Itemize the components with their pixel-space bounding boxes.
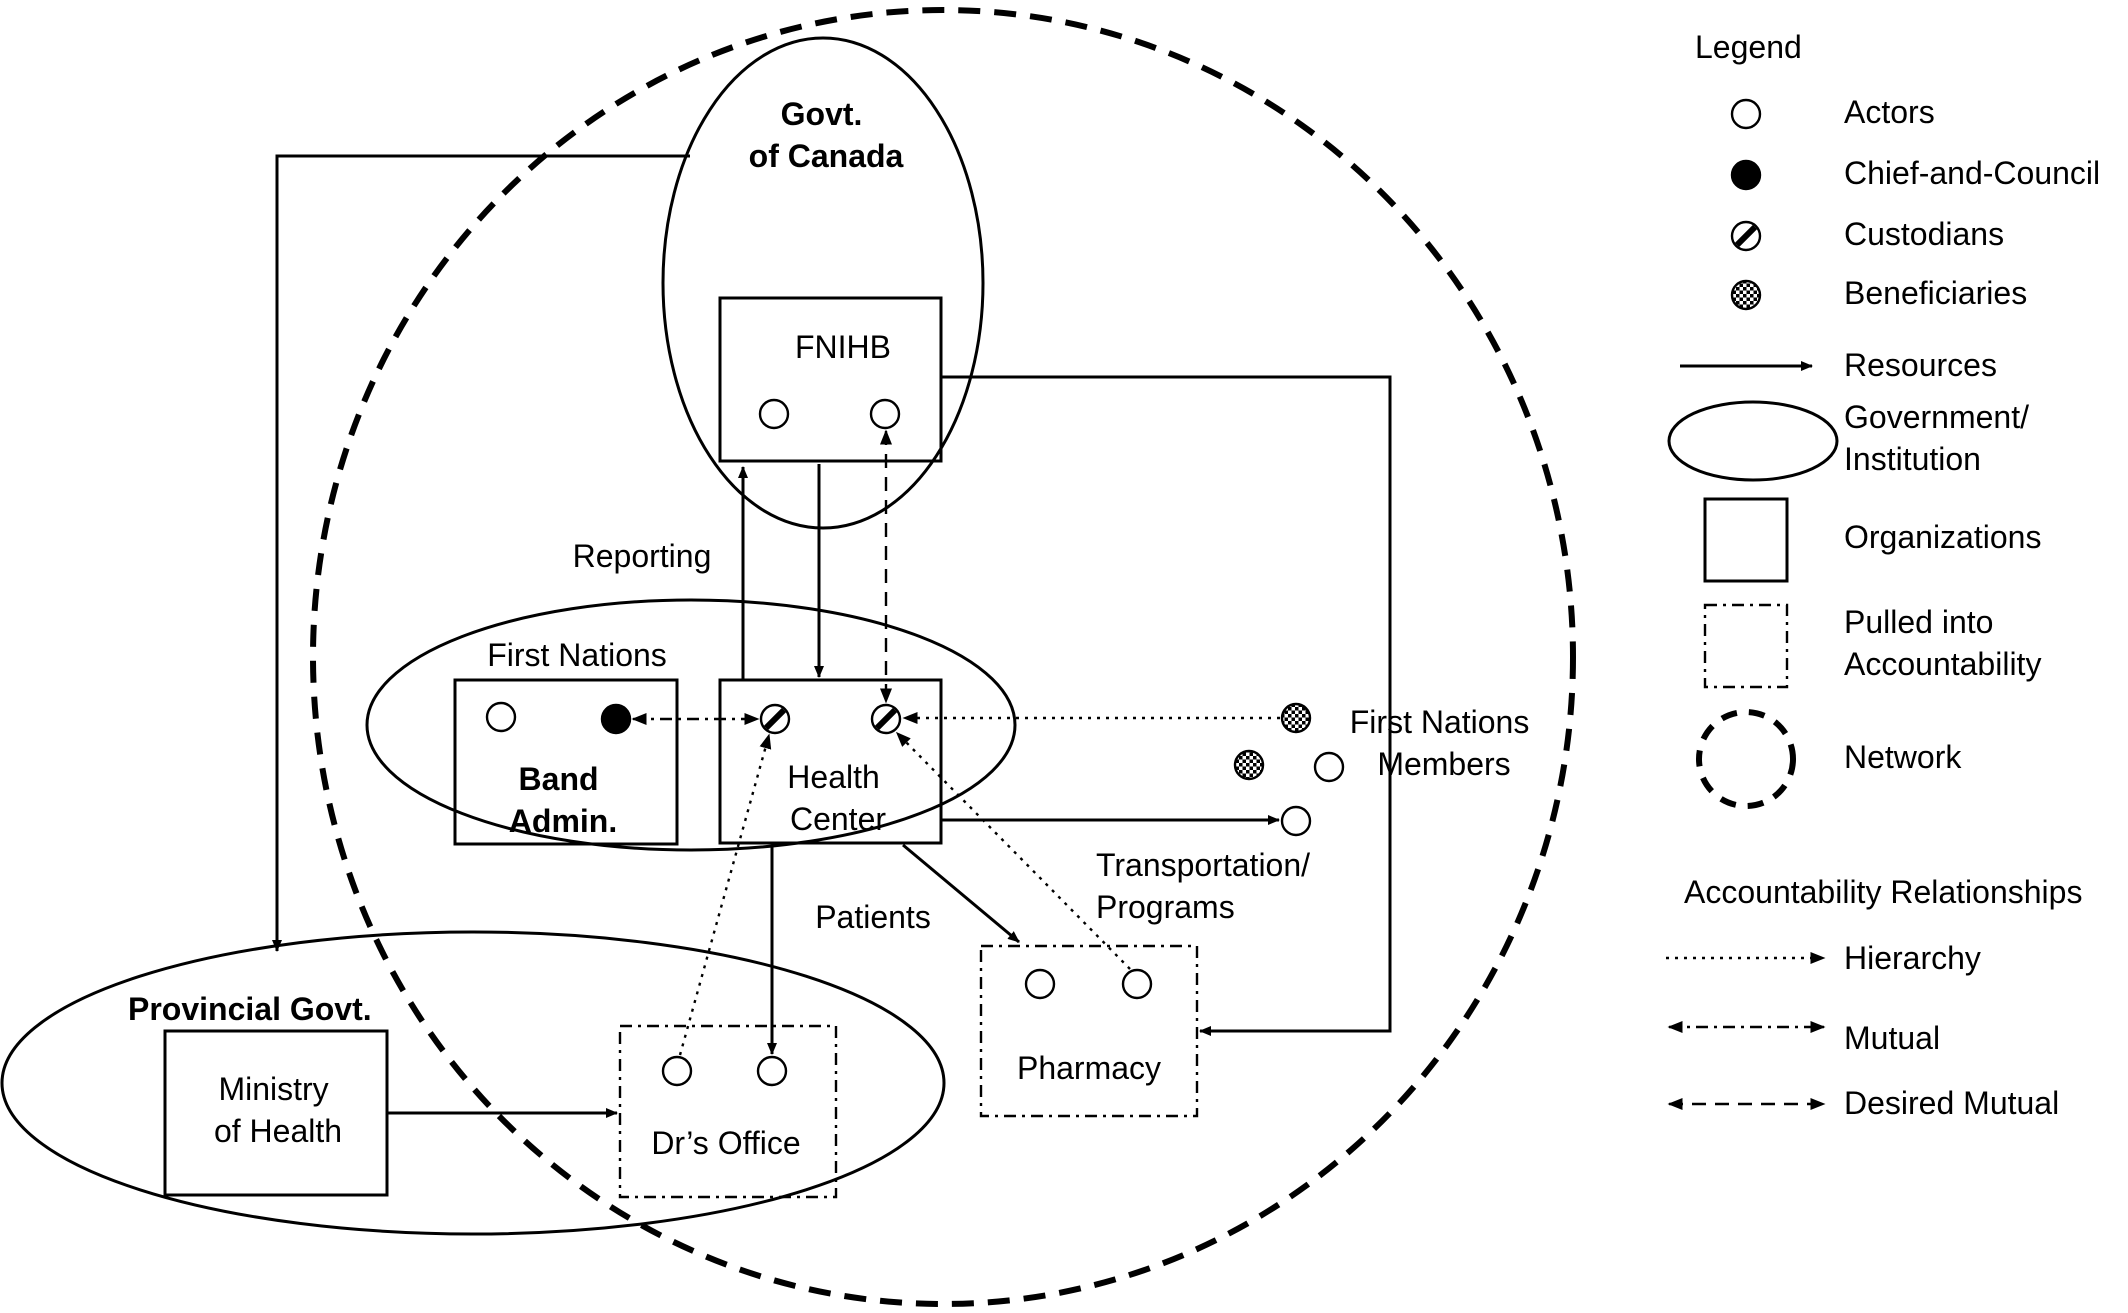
drs-office-label: Dr’s Office — [651, 1125, 800, 1161]
patients-label: Patients — [815, 899, 931, 935]
govt-of-canada-group: Govt. of Canada — [661, 36, 985, 530]
first-nations-ellipse — [365, 598, 1017, 852]
pharmacy-box — [979, 944, 1199, 1118]
hierarchy-drs-office-to-health-center — [678, 733, 772, 1056]
pharmacy-label: Pharmacy — [1017, 1050, 1161, 1086]
ministry-of-health-box — [163, 1029, 389, 1197]
band-admin-organization: Band Admin. — [453, 678, 679, 846]
reporting-label: Reporting — [573, 538, 712, 574]
legend-resources-label: Resources — [1844, 347, 1997, 383]
hierarchy-pharmacy-to-health-center — [895, 731, 1131, 970]
member-actor-2 — [1280, 805, 1312, 837]
pharmacy-organization: Pharmacy — [979, 944, 1199, 1118]
ministry-of-health-organization: Ministry of Health — [163, 1029, 389, 1197]
ministry-of-health-label: Ministry of Health — [214, 1071, 342, 1149]
health-center-box — [718, 678, 943, 845]
health-center-label: Health Center — [787, 759, 888, 837]
legend-title: Legend — [1695, 29, 1802, 65]
legend-chief-label: Chief-and-Council — [1844, 155, 2100, 191]
member-actor-1 — [1313, 751, 1345, 783]
provincial-govt-ellipse — [0, 930, 946, 1236]
provincial-govt-label: Provincial Govt. — [128, 991, 372, 1027]
fnihb-organization: FNIHB — [718, 296, 943, 463]
provincial-govt-group: Provincial Govt. — [0, 930, 946, 1236]
resource-arrow-health-center-to-pharmacy — [902, 843, 1020, 944]
legend-network-label: Network — [1844, 739, 1962, 775]
legend-pulled-icon — [1703, 603, 1789, 689]
drs-office-actor-2 — [756, 1055, 788, 1087]
legend-chief-icon — [1730, 159, 1762, 191]
legend-beneficiaries-icon — [1730, 279, 1762, 311]
legend-relationships-title: Accountability Relationships — [1684, 874, 2082, 910]
govt-of-canada-ellipse — [661, 36, 985, 530]
pharmacy-actor-2 — [1121, 968, 1153, 1000]
legend-actors-label: Actors — [1844, 94, 1935, 130]
legend-desired-mutual-label: Desired Mutual — [1844, 1085, 2059, 1121]
drs-office-actor-1 — [661, 1055, 693, 1087]
fnihb-box — [718, 296, 943, 463]
band-admin-box — [453, 678, 679, 846]
band-admin-actor — [485, 701, 517, 733]
fnihb-actor-2 — [869, 398, 901, 430]
legend-pulled-label: Pulled into Accountability — [1844, 604, 2041, 682]
drs-office-organization: Dr’s Office — [618, 1024, 838, 1199]
legend-custodians-label: Custodians — [1844, 216, 2004, 252]
band-admin-label: Band Admin. — [509, 761, 617, 839]
legend: Legend Actors Chief-and-Council Custodia… — [1666, 29, 2100, 1121]
legend-actors-icon — [1730, 98, 1762, 130]
member-beneficiary-2 — [1233, 749, 1265, 781]
legend-network-icon — [1696, 709, 1796, 809]
legend-organizations-label: Organizations — [1844, 519, 2041, 555]
resource-arrow-govt-to-provincial — [272, 154, 690, 952]
first-nations-group: First Nations — [365, 598, 1017, 852]
first-nations-members-label: First Nations Members — [1350, 704, 1538, 782]
first-nations-label: First Nations — [487, 637, 667, 673]
govt-of-canada-label: Govt. of Canada — [749, 96, 904, 174]
fnihb-actor-1 — [758, 398, 790, 430]
chief-and-council-actor — [600, 703, 632, 735]
legend-government-label: Government/ Institution — [1844, 399, 2038, 477]
first-nations-members: First Nations Members — [1233, 702, 1538, 837]
transportation-programs-label: Transportation/ Programs — [1096, 847, 1319, 925]
pharmacy-actor-1 — [1024, 968, 1056, 1000]
legend-mutual-label: Mutual — [1844, 1020, 1940, 1056]
fnihb-label: FNIHB — [795, 329, 891, 365]
legend-beneficiaries-label: Beneficiaries — [1844, 275, 2027, 311]
drs-office-box — [618, 1024, 838, 1199]
legend-organizations-icon — [1703, 497, 1789, 583]
member-beneficiary-1 — [1280, 702, 1312, 734]
legend-government-icon — [1667, 400, 1839, 482]
legend-hierarchy-label: Hierarchy — [1844, 940, 1981, 976]
network-boundary — [310, 7, 1576, 1307]
health-center-organization: Health Center — [718, 678, 943, 845]
resource-arrow-fnihb-to-pharmacy — [942, 375, 1392, 1036]
